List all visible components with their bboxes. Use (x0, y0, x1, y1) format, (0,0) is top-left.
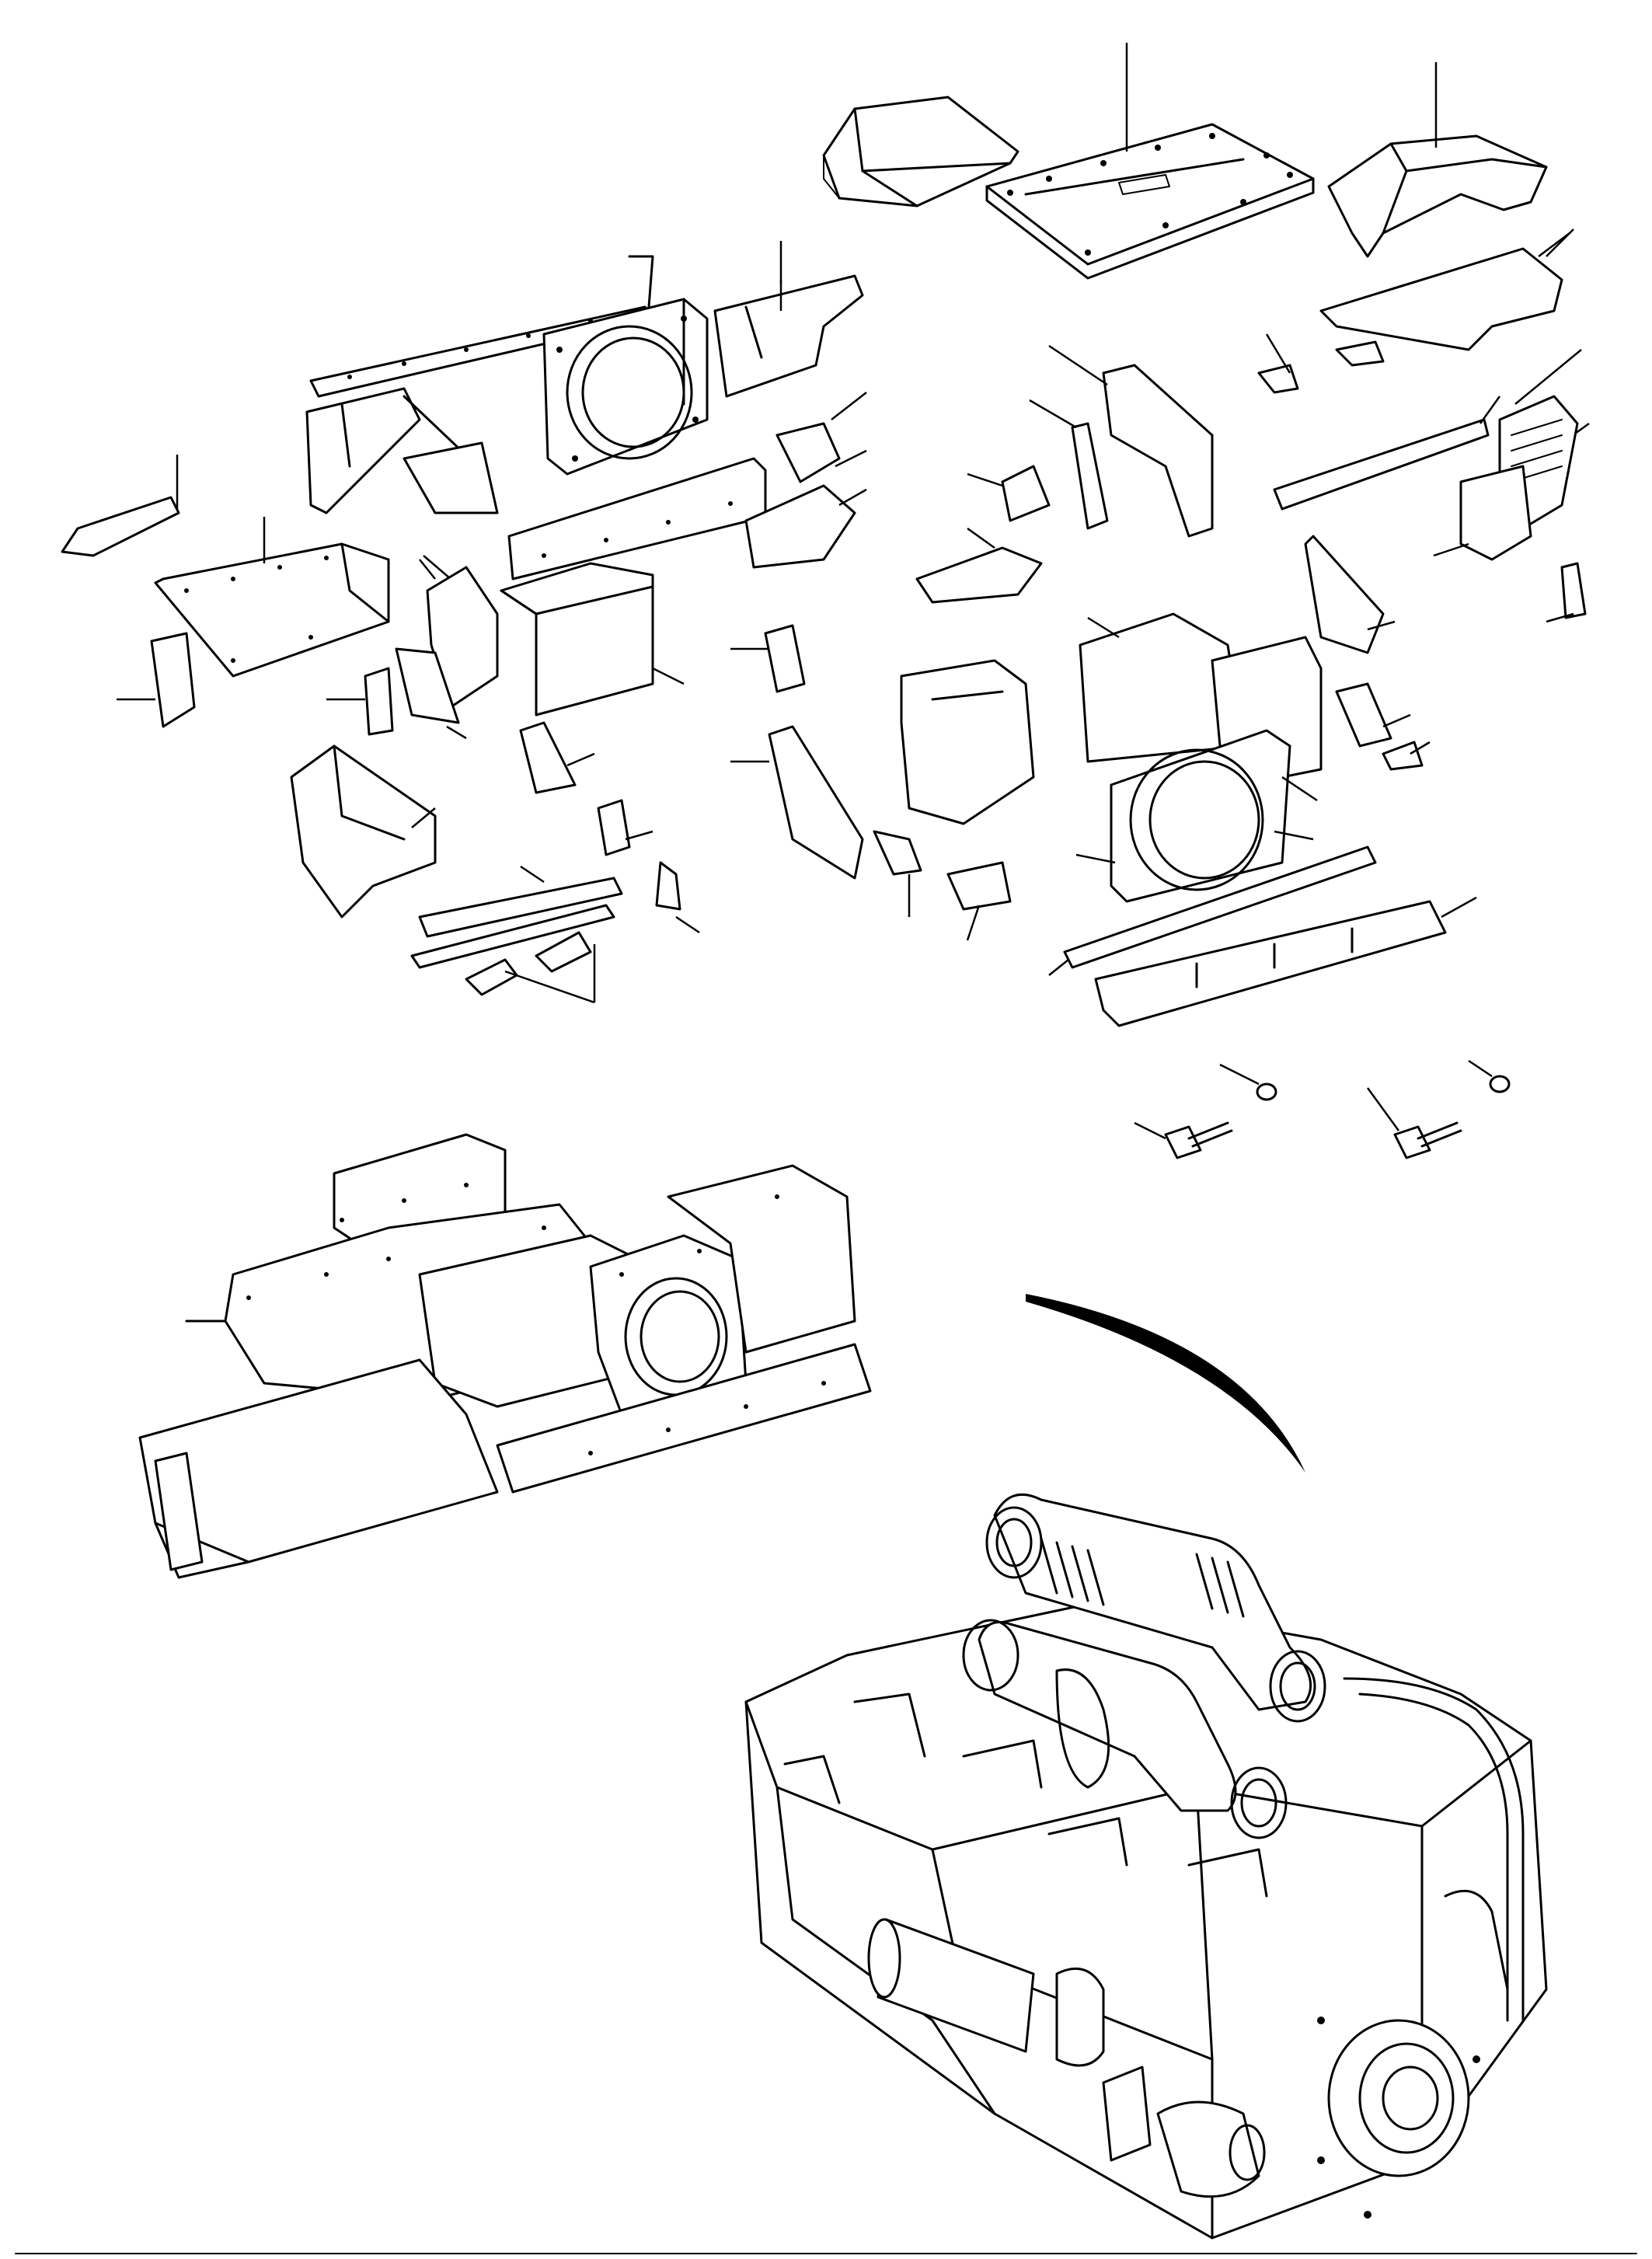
cover-box-top-left (822, 96, 1019, 207)
curved-cover-center (900, 659, 1035, 825)
side-frame-left-lower (290, 744, 437, 919)
cover-top-right (1327, 134, 1548, 258)
right-cover-panel-top (1319, 232, 1570, 351)
center-panel-vertical (1048, 344, 1214, 538)
right-panel-angled (1304, 535, 1396, 654)
lower-rail-left (410, 865, 623, 969)
clip-pair-lower-left (465, 931, 596, 1004)
bolt-with-washer-left (1134, 1063, 1277, 1159)
left-bracket-small (61, 455, 180, 557)
long-panel-center-left (507, 457, 767, 580)
right-lower-rail (1048, 845, 1477, 1027)
left-post-bracket (117, 632, 196, 728)
box-duct-center (423, 555, 685, 716)
side-panel-left-upper (305, 387, 499, 514)
right-box-duct (1433, 465, 1532, 561)
right-small-fitting (1546, 562, 1587, 623)
right-rail-long (1273, 396, 1501, 511)
fan-shroud-ring-panel (542, 298, 709, 476)
center-small-part (730, 624, 806, 693)
right-small-brackets (1335, 682, 1431, 771)
side-panel-curved (419, 559, 499, 709)
duct-panel-upper (713, 274, 864, 398)
center-small-bracket (967, 465, 1051, 522)
small-plate-mid (597, 799, 700, 934)
top-cover-plate (985, 123, 1315, 280)
fan-shroud-ring-right (1075, 729, 1318, 903)
right-cluster-brackets (744, 392, 867, 569)
right-small-clips (1257, 333, 1385, 394)
center-strip-vertical (1029, 399, 1109, 530)
tall-plate-center (730, 725, 864, 880)
small-brackets-left-mid (326, 647, 595, 794)
assembly-arrow (1026, 1294, 1305, 1473)
flat-floor-plate (154, 517, 390, 678)
bolt-with-washer-right (1366, 1059, 1511, 1159)
assembled-enclosure (138, 1133, 872, 1579)
center-frame-bracket (915, 527, 1043, 604)
engine-assembly (744, 1493, 1548, 2240)
center-brackets-lower (873, 830, 1012, 941)
